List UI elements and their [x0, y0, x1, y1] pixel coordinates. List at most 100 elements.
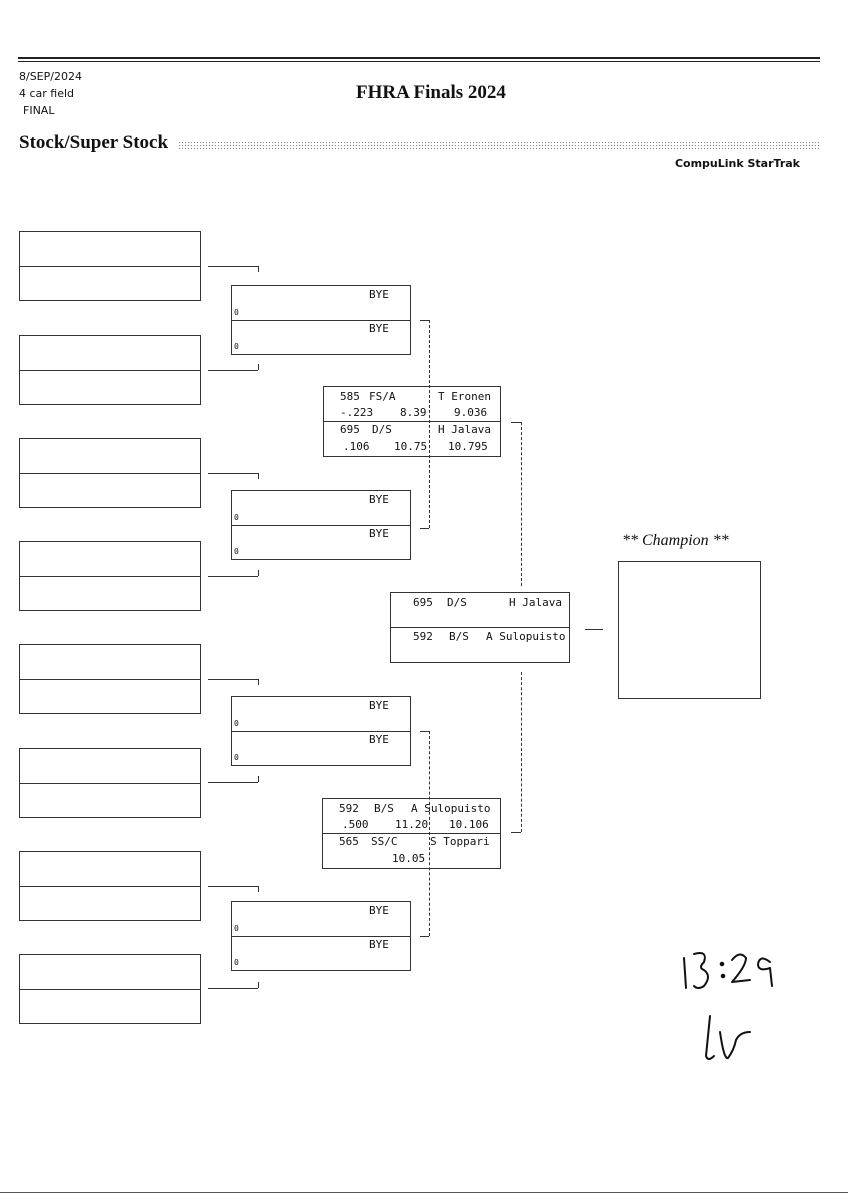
- connector-line: [208, 473, 258, 474]
- connector-line: [420, 528, 429, 529]
- lane-zero: 0: [234, 719, 239, 728]
- connector-line: [208, 886, 258, 887]
- reaction-time: -.223: [340, 406, 374, 419]
- connector-line: [429, 731, 430, 936]
- semifinal-divider: [323, 833, 500, 834]
- car-class: FS/A: [369, 390, 396, 403]
- champion-label: ** Champion **: [622, 532, 729, 549]
- lane-zero: 0: [234, 513, 239, 522]
- connector-line: [511, 832, 521, 833]
- slot-divider: [20, 783, 200, 784]
- bye-label: BYE: [369, 322, 389, 335]
- car-number: 592: [339, 802, 359, 815]
- bye-label: BYE: [369, 938, 389, 951]
- slot-divider: [232, 731, 410, 732]
- bye-label: BYE: [369, 733, 389, 746]
- lane-zero: 0: [234, 958, 239, 967]
- lane-zero: 0: [234, 308, 239, 317]
- final-box: 695 D/S H Jalava 592 B/S A Sulopuisto: [390, 592, 570, 663]
- event-title: FHRA Finals 2024: [356, 82, 506, 103]
- slot-divider: [232, 936, 410, 937]
- semifinal-box-2: 592 B/S A Sulopuisto .500 11.20 10.106 5…: [322, 798, 501, 869]
- connector-line: [258, 886, 259, 892]
- car-number: 592: [413, 630, 433, 643]
- car-class: B/S: [374, 802, 394, 815]
- elapsed-time: 10.795: [448, 440, 488, 453]
- field-size: 4 car field: [19, 87, 75, 100]
- connector-line: [258, 266, 259, 272]
- lane-zero: 0: [234, 342, 239, 351]
- connector-line: [208, 266, 258, 267]
- connector-line: [258, 364, 259, 370]
- connector-line: [420, 936, 429, 937]
- car-class: SS/C: [371, 835, 398, 848]
- connector-line: [420, 731, 429, 732]
- round1-slot-3: [19, 438, 201, 508]
- car-number: 695: [340, 423, 360, 436]
- elapsed-time: 9.036: [454, 406, 488, 419]
- slot-divider: [20, 886, 200, 887]
- lane-zero: 0: [234, 753, 239, 762]
- round1-slot-1: [19, 231, 201, 301]
- top-rule-thin: [18, 61, 820, 62]
- connector-line: [521, 422, 522, 586]
- dotted-leader: [178, 141, 820, 151]
- round1-slot-4: [19, 541, 201, 611]
- slot-divider: [232, 320, 410, 321]
- connector-line: [258, 473, 259, 479]
- reaction-time: .500: [342, 818, 369, 831]
- dial-in: 11.20: [395, 818, 429, 831]
- slot-divider: [20, 370, 200, 371]
- slot-divider: [232, 525, 410, 526]
- car-number: 695: [413, 596, 433, 609]
- driver-name: A Sulopuisto: [486, 630, 566, 643]
- handwritten-initials: [705, 1015, 751, 1060]
- bottom-rule: [0, 1192, 848, 1193]
- connector-line: [208, 679, 258, 680]
- round1-slot-5: [19, 644, 201, 714]
- connector-line: [258, 982, 259, 988]
- car-class: D/S: [447, 596, 467, 609]
- bye-label: BYE: [369, 904, 389, 917]
- driver-name: H Jalava: [509, 596, 562, 609]
- round2-box-1: BYE BYE 0 0: [231, 285, 411, 355]
- round2-box-4: BYE BYE 0 0: [231, 901, 411, 971]
- connector-line: [258, 776, 259, 782]
- car-class: D/S: [372, 423, 392, 436]
- round1-slot-8: [19, 954, 201, 1024]
- connector-line: [420, 320, 429, 321]
- champion-box: [618, 561, 761, 699]
- software-credit: CompuLink StarTrak: [674, 157, 800, 170]
- round1-slot-7: [19, 851, 201, 921]
- bye-label: BYE: [369, 527, 389, 540]
- driver-name: T Eronen: [438, 390, 491, 403]
- final-divider: [391, 627, 569, 628]
- driver-name: A Sulopuisto: [411, 802, 491, 815]
- dial-in: 10.75: [394, 440, 428, 453]
- reaction-time: .106: [343, 440, 370, 453]
- connector-line: [258, 570, 259, 576]
- car-number: 585: [340, 390, 360, 403]
- round1-slot-2: [19, 335, 201, 405]
- driver-name: H Jalava: [438, 423, 491, 436]
- top-rule: [18, 57, 820, 59]
- connector-line: [521, 672, 522, 832]
- bye-label: BYE: [369, 288, 389, 301]
- connector-line: [511, 422, 521, 423]
- lane-zero: 0: [234, 547, 239, 556]
- slot-divider: [20, 266, 200, 267]
- lane-zero: 0: [234, 924, 239, 933]
- slot-divider: [20, 989, 200, 990]
- handwritten-time: [683, 952, 773, 989]
- round1-slot-6: [19, 748, 201, 818]
- connector-line: [208, 576, 258, 577]
- final-to-champion-line: [585, 629, 603, 630]
- connector-line: [429, 320, 430, 528]
- semifinal-box-1: 585 FS/A T Eronen -.223 8.39 9.036 695 D…: [323, 386, 501, 457]
- connector-line: [208, 782, 258, 783]
- slot-divider: [20, 679, 200, 680]
- event-date: 8/SEP/2024: [19, 70, 82, 83]
- elapsed-time: 10.106: [449, 818, 489, 831]
